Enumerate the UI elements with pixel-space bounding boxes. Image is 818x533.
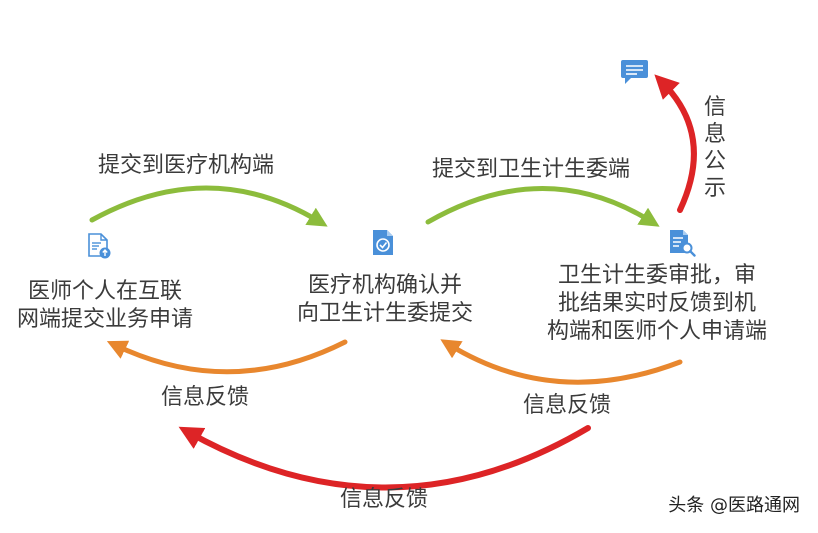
arrow-feedback-comm-doctor — [178, 425, 591, 491]
check-document-icon — [370, 228, 396, 262]
message-icon — [619, 58, 651, 90]
document-search-icon — [668, 228, 698, 262]
label-submit-commission: 提交到卫生计生委端 — [432, 157, 631, 182]
label-publicize-char: 息 — [703, 122, 726, 147]
node-doctor: 医师个人在互联 网端提交业务申请 — [16, 279, 193, 332]
label-feedback-comm-doctor: 信息反馈 — [340, 487, 429, 512]
arrow-feedback-inst-doctor — [106, 339, 348, 375]
label-publicize-char: 信 — [703, 95, 726, 120]
label-feedback-inst-doctor: 信息反馈 — [161, 385, 250, 410]
arrow-publicize — [654, 74, 697, 213]
node-commission: 卫生计生委审批，审 批结果实时反馈到机 构端和医师个人申请端 — [546, 263, 767, 344]
file-upload-icon — [86, 232, 112, 264]
node-institution: 医疗机构确认并 向卫生计生委提交 — [296, 273, 473, 326]
label-publicize-char: 示 — [703, 176, 726, 201]
label-publicize-char: 公 — [703, 149, 726, 174]
label-publicize: 信息公示 — [703, 94, 727, 202]
watermark: 头条 @医路通网 — [668, 495, 800, 516]
arrow-submit-institution — [89, 185, 328, 227]
label-feedback-comm-inst: 信息反馈 — [523, 393, 612, 418]
arrow-submit-commission — [425, 186, 660, 227]
label-submit-institution: 提交到医疗机构端 — [98, 153, 275, 178]
arrow-feedback-comm-inst — [440, 339, 683, 385]
